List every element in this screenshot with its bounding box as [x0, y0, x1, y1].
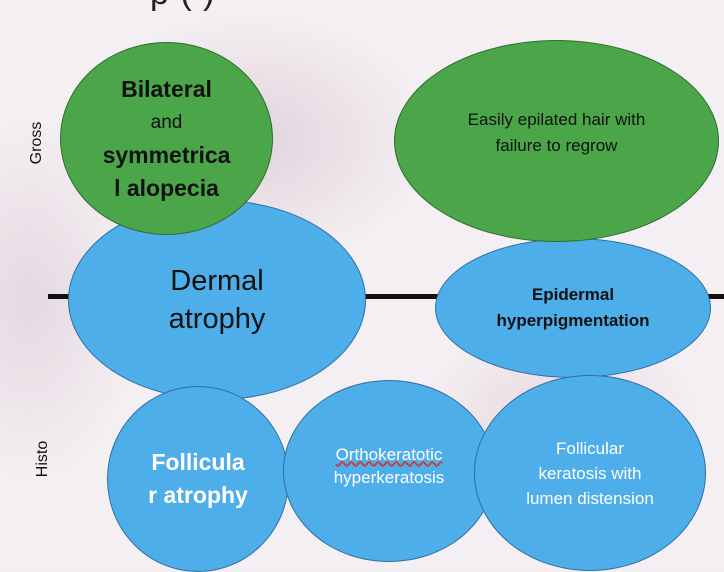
- epilated-hair-bubble: Easily epilated hair with failure to reg…: [394, 40, 719, 242]
- follicular-keratosis-line-1: Follicular: [555, 439, 625, 458]
- orthokeratotic-bubble: Orthokeratotic hyperkeratosis: [283, 380, 495, 562]
- follicular-atrophy-line-1: Follicula: [151, 449, 245, 475]
- bilateral-line-1: Bilateral: [121, 75, 212, 102]
- epidermal-line-1: Epidermal: [531, 285, 615, 304]
- bilateral-line-3: symmetrica: [102, 141, 231, 168]
- follicular-keratosis-bubble: Follicular keratosis with lumen distensi…: [474, 375, 706, 571]
- orthokeratotic-line-2: hyperkeratosis: [333, 468, 445, 487]
- slide-title-fragment: p ( ): [150, 0, 215, 13]
- epilated-line-2: failure to regrow: [495, 136, 618, 155]
- bilateral-alopecia-bubble: Bilateral and symmetrica l alopecia: [60, 42, 273, 235]
- dermal-atrophy-line-1: Dermal: [170, 265, 264, 297]
- histo-label: Histo: [34, 440, 51, 478]
- divider-axis-line: [48, 294, 724, 299]
- gross-label: Gross: [28, 121, 45, 165]
- follicular-keratosis-line-2: keratosis with: [538, 464, 642, 483]
- orthokeratotic-line-1: Orthokeratotic: [335, 445, 443, 464]
- dermal-atrophy-bubble: Dermal atrophy: [68, 200, 366, 400]
- epilated-line-1: Easily epilated hair with: [467, 110, 646, 129]
- follicular-atrophy-bubble: Follicula r atrophy: [107, 386, 289, 572]
- dermal-atrophy-line-2: atrophy: [168, 303, 266, 335]
- follicular-keratosis-line-3: lumen distension: [526, 489, 654, 508]
- bilateral-line-4: l alopecia: [114, 174, 219, 201]
- follicular-atrophy-line-2: r atrophy: [148, 482, 248, 508]
- epidermal-line-2: hyperpigmentation: [496, 311, 650, 330]
- bilateral-line-2: and: [150, 111, 183, 133]
- epidermal-hyperpigmentation-bubble: Epidermal hyperpigmentation: [435, 238, 711, 378]
